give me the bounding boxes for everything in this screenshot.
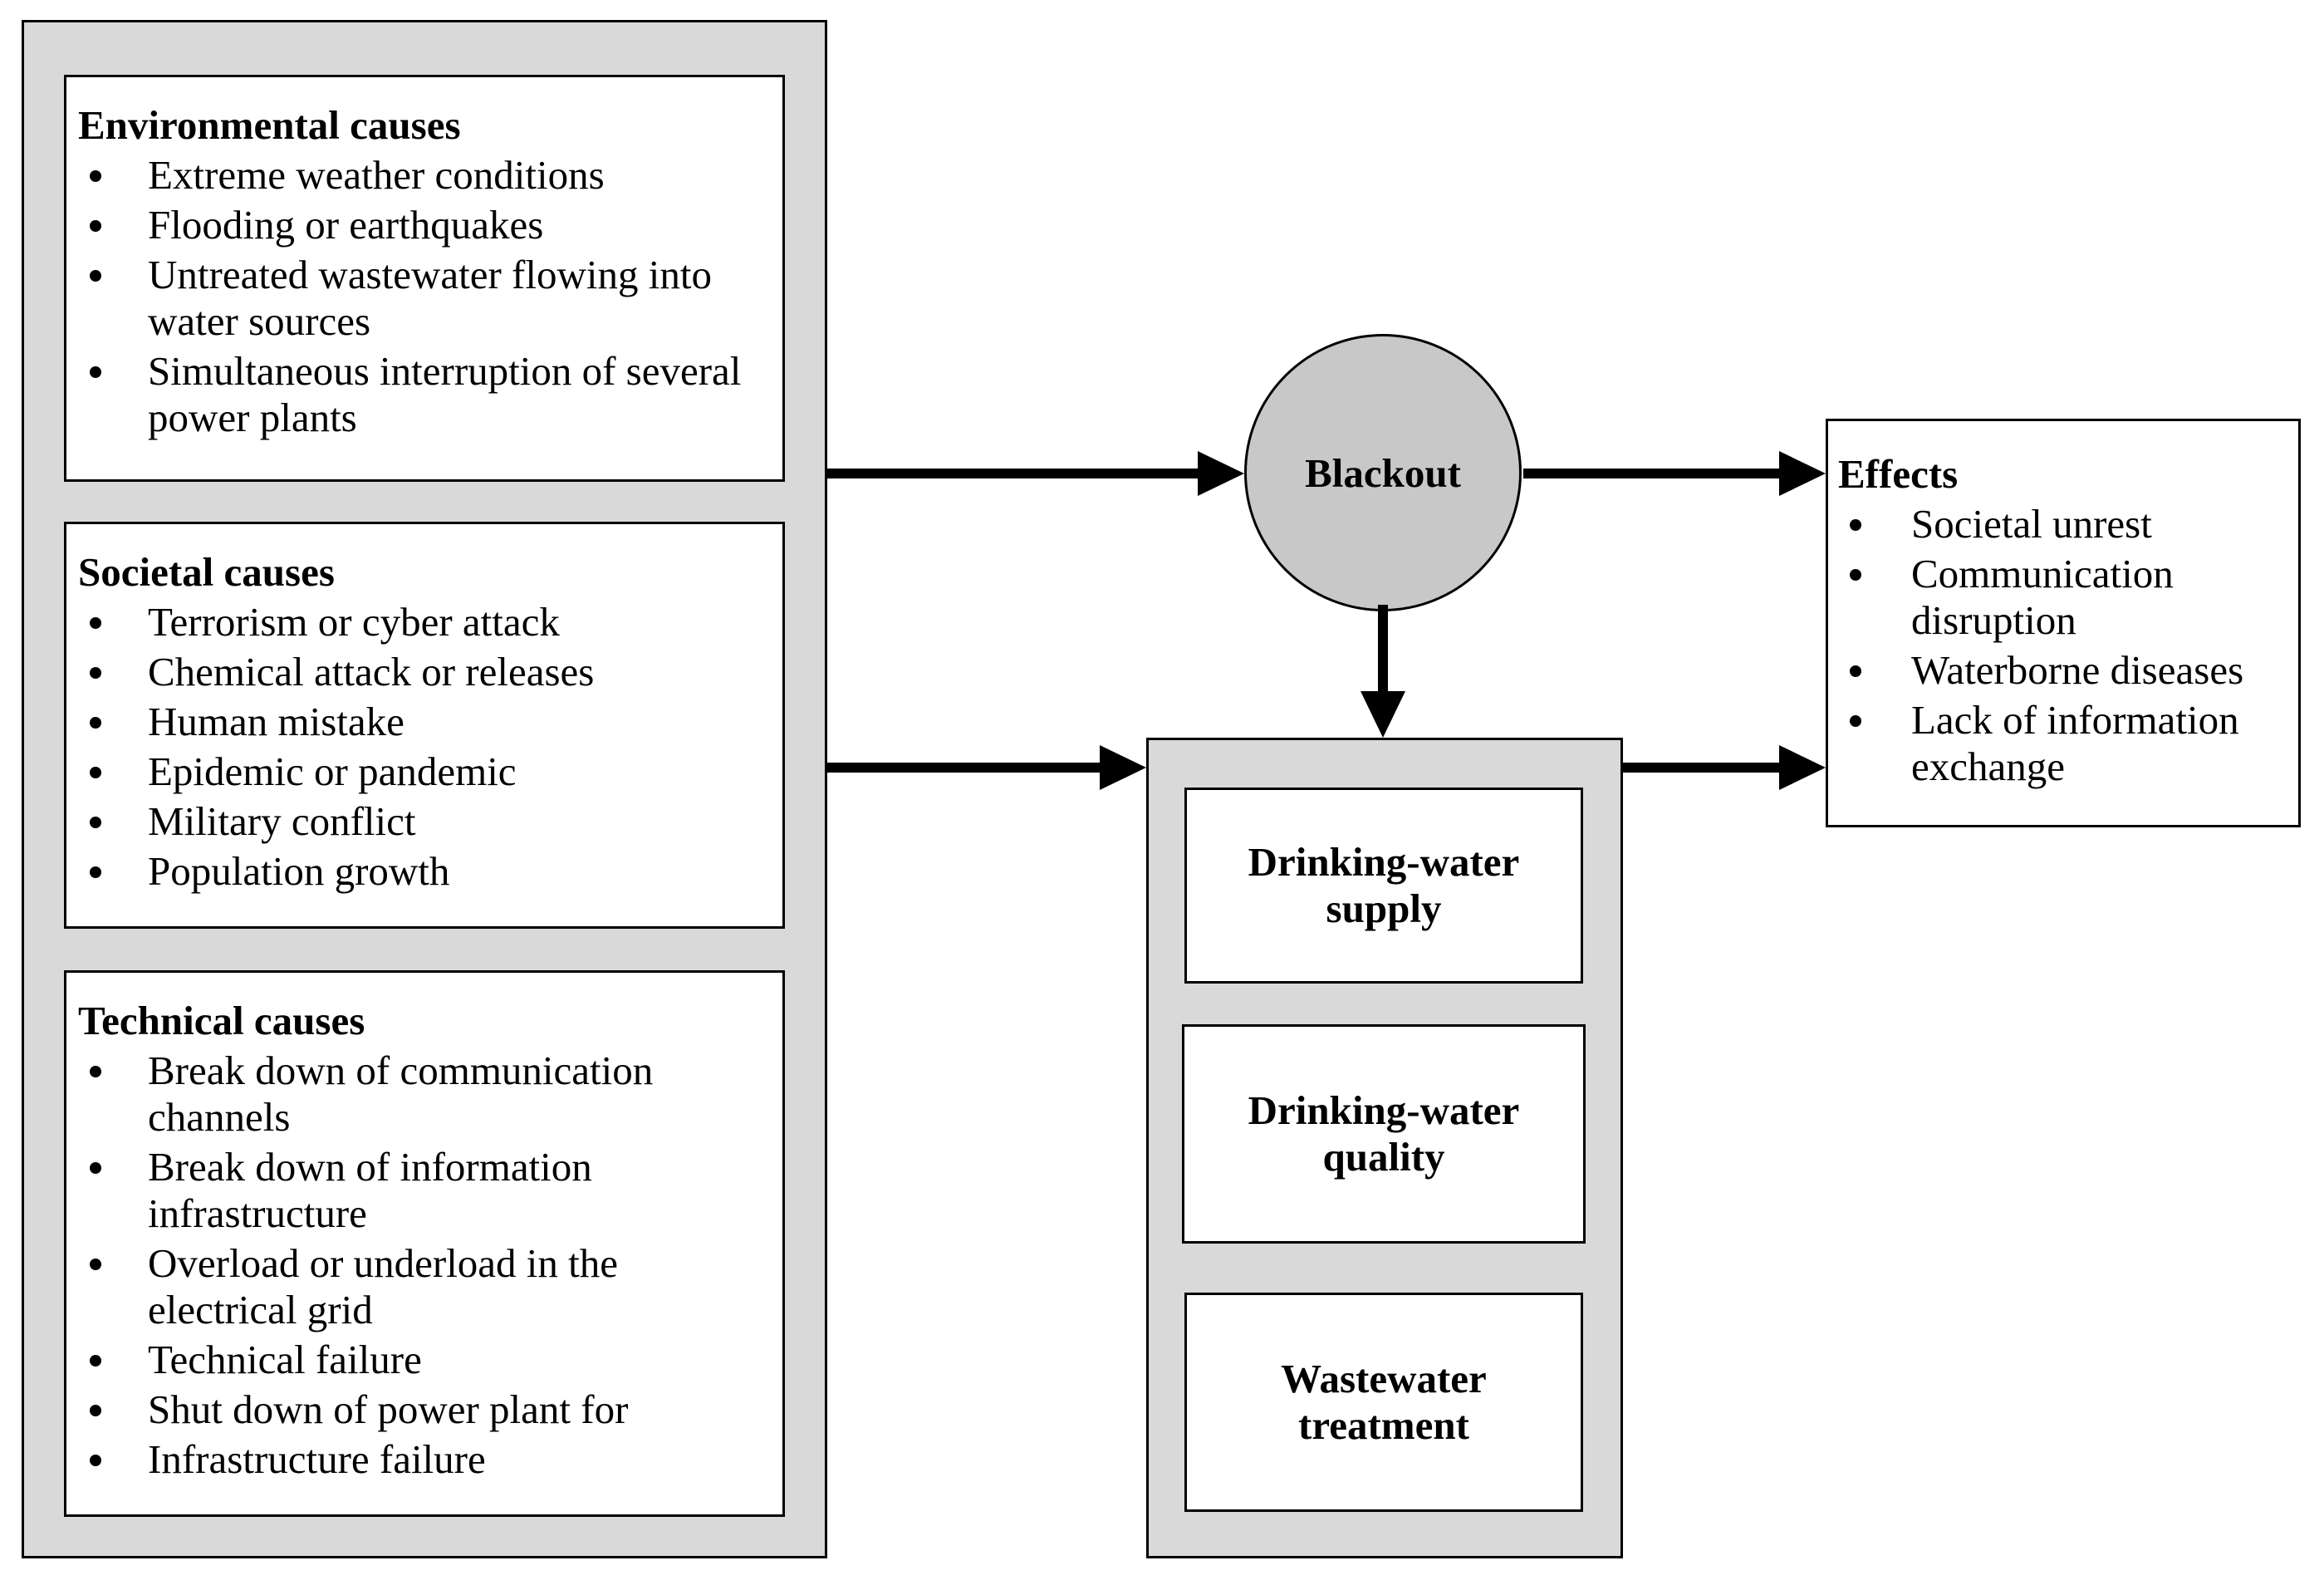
- wastewater-treatment-label: Wastewater treatment: [1281, 1356, 1487, 1448]
- arrowhead-causes-to-blackout: [1198, 451, 1244, 496]
- list-item: Break down of information infrastructure: [78, 1144, 746, 1237]
- environmental-causes-title: Environmental causes: [78, 102, 461, 148]
- blackout-label: Blackout: [1305, 449, 1461, 496]
- wastewater-treatment-box: Wastewater treatment: [1184, 1293, 1583, 1512]
- arrowhead-systems-to-effects: [1779, 745, 1826, 790]
- list-item: Overload or underload in the electrical …: [78, 1240, 746, 1333]
- list-item: Extreme weather conditions: [78, 152, 779, 199]
- drinking-water-quality-box: Drinking-water quality: [1182, 1024, 1586, 1244]
- list-item: Societal unrest: [1838, 501, 2288, 547]
- list-item: Flooding or earthquakes: [78, 202, 779, 248]
- list-item: Human mistake: [78, 699, 767, 745]
- drinking-water-quality-label: Drinking-water quality: [1248, 1087, 1520, 1180]
- list-item: Untreated wastewater flowing into water …: [78, 252, 779, 345]
- list-item: Epidemic or pandemic: [78, 748, 767, 795]
- list-item: Military conflict: [78, 798, 767, 845]
- list-item: Shut down of power plant for: [78, 1386, 779, 1433]
- societal-causes-list: Terrorism or cyber attack Chemical attac…: [78, 599, 767, 895]
- list-item: Technical failure: [78, 1337, 779, 1383]
- technical-causes-list: Break down of communication channels Bre…: [78, 1048, 767, 1483]
- effects-list: Societal unrest Communication disruption…: [1838, 501, 2288, 790]
- effects-title: Effects: [1838, 451, 1959, 497]
- arrowhead-blackout-to-systems: [1361, 691, 1405, 738]
- technical-causes-box: Technical causes Break down of communica…: [64, 970, 785, 1517]
- list-item: Population growth: [78, 848, 767, 895]
- list-item: Lack of information exchange: [1838, 697, 2302, 790]
- societal-causes-title: Societal causes: [78, 549, 335, 595]
- drinking-water-supply-box: Drinking-water supply: [1184, 788, 1583, 984]
- environmental-causes-box: Environmental causes Extreme weather con…: [64, 75, 785, 482]
- list-item: Chemical attack or releases: [78, 649, 767, 695]
- list-item: Infrastructure failure: [78, 1436, 779, 1483]
- list-item: Waterborne diseases: [1838, 647, 2288, 694]
- list-item: Communication disruption: [1838, 551, 2260, 644]
- blackout-node: Blackout: [1244, 334, 1522, 611]
- list-item: Break down of communication channels: [78, 1048, 746, 1141]
- arrowhead-causes-to-systems: [1100, 745, 1146, 790]
- drinking-water-supply-label: Drinking-water supply: [1248, 839, 1520, 931]
- list-item: Simultaneous interruption of several pow…: [78, 348, 779, 441]
- societal-causes-box: Societal causes Terrorism or cyber attac…: [64, 522, 785, 929]
- list-item: Terrorism or cyber attack: [78, 599, 767, 645]
- effects-box: Effects Societal unrest Communication di…: [1826, 419, 2301, 827]
- technical-causes-title: Technical causes: [78, 998, 365, 1043]
- arrowhead-blackout-to-effects: [1779, 451, 1826, 496]
- environmental-causes-list: Extreme weather conditions Flooding or e…: [78, 152, 767, 441]
